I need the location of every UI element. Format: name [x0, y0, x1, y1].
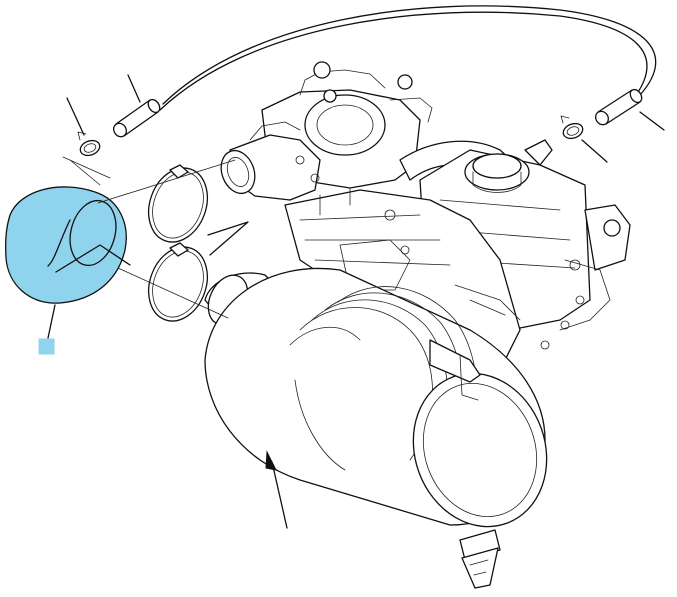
breather-hose-right [595, 88, 643, 126]
hose-clamp-lower [148, 242, 208, 322]
leader-lines [47, 74, 665, 529]
small-hose-clamp-left [77, 131, 101, 157]
small-hose-clamp-right [560, 115, 584, 140]
breather-hose-left [113, 98, 161, 138]
engine-assembly [220, 61, 631, 371]
breather-tube [159, 5, 657, 111]
inlet-hood-callout [38, 338, 55, 355]
hose-clamp-upper [148, 164, 208, 243]
air-cleaner-inlet-hood [4, 186, 131, 304]
